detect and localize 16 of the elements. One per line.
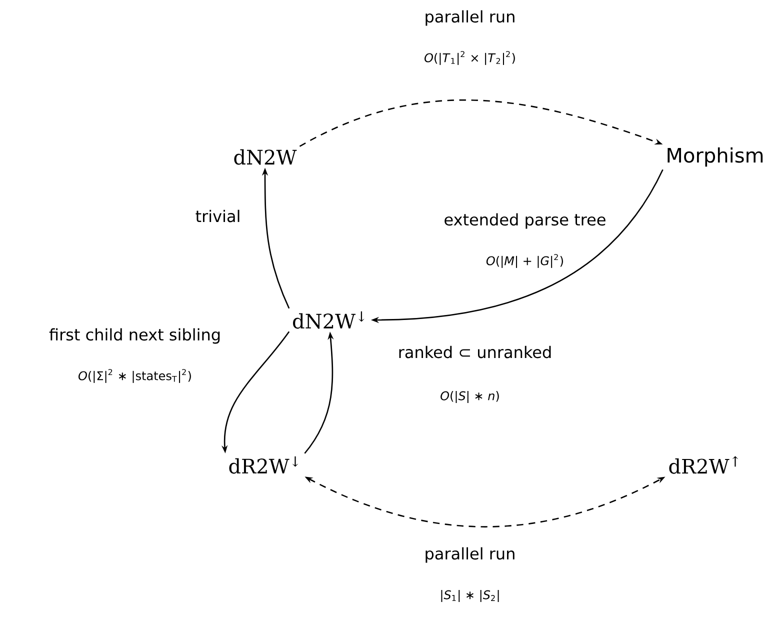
edge-label: first child next sibling bbox=[49, 328, 220, 344]
node-label: dR2W$^{↓}$ bbox=[229, 456, 298, 474]
complexity-formula: O(|Σ|$^{2}$ ∗ |states$_{T}$|$^{2}$) bbox=[78, 369, 191, 383]
node-label: dN2W bbox=[234, 149, 297, 165]
edge-label: ranked ⊂ unranked bbox=[399, 346, 551, 358]
edge-label: extended parse tree bbox=[444, 213, 606, 229]
node-label: dN2W$^{↓}$ bbox=[293, 311, 364, 329]
edge-label: parallel run bbox=[426, 547, 514, 563]
node-label: dR2W$^{↑}$ bbox=[669, 456, 738, 474]
complexity-formula: O(|M| + |G|$^{2}$) bbox=[486, 254, 564, 268]
complexity-formula: |S$_{1}$| ∗ |S$_{2}$| bbox=[441, 590, 499, 602]
complexity-formula: O(|T$_{1}$|$^{2}$ × |T$_{2}$|$^{2}$) bbox=[424, 51, 515, 65]
complexity-formula: O(|S| ∗ n) bbox=[440, 390, 499, 403]
edge-label: trivial bbox=[196, 210, 240, 222]
node-label: Morphism bbox=[668, 147, 763, 167]
edge-label: parallel run bbox=[426, 10, 514, 26]
